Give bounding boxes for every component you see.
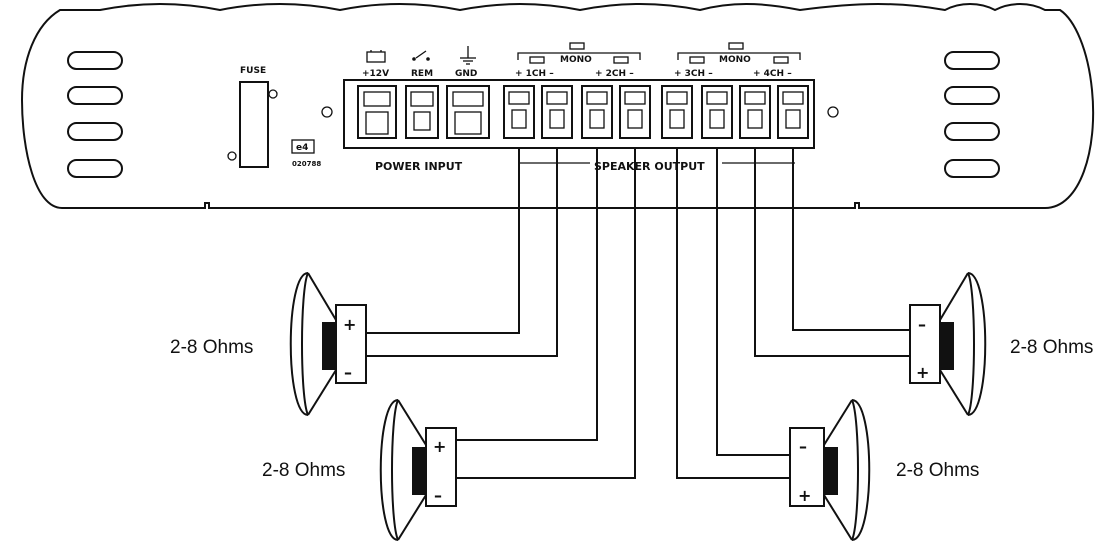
channel-label-3: + 3CH – — [674, 69, 713, 79]
terminal-label-gnd: GND — [455, 69, 477, 79]
speaker-2-impedance: 2-8 Ohms — [262, 460, 345, 481]
speaker-terminal-ch1-minus — [541, 85, 573, 139]
speaker-1-impedance: 2-8 Ohms — [170, 337, 253, 358]
wire-ch1-minus — [366, 148, 558, 357]
speaker-terminal-ch2-plus — [581, 85, 613, 139]
wire-ch3-minus — [716, 148, 790, 456]
battery-icon — [366, 50, 386, 63]
amplifier-housing — [20, 3, 1095, 209]
wire-ch3-plus — [676, 148, 790, 479]
wire-ch4-plus — [754, 148, 910, 357]
speaker-2-plus: + — [433, 437, 446, 456]
speaker-1-plus: + — [343, 315, 356, 334]
right-vent-slots — [944, 51, 1000, 178]
mount-screw-left — [321, 106, 333, 118]
speaker-wires — [366, 148, 910, 479]
cert-mark: e4 — [296, 143, 308, 153]
cert-number: 020788 — [292, 160, 321, 168]
wire-ch1-plus — [366, 148, 520, 334]
terminal-block — [343, 79, 815, 149]
mount-screw-right — [827, 106, 839, 118]
terminal-label-12v: +12V — [362, 69, 389, 79]
remote-switch-icon — [412, 50, 430, 61]
power-terminal-12v — [357, 85, 397, 139]
channel-label-1: + 1CH – — [515, 69, 554, 79]
amplifier: FUSE e4 020788 — [20, 3, 1095, 209]
mono-label-left: MONO — [560, 55, 592, 65]
speaker-2: + – 2-8 Ohms — [262, 399, 457, 541]
power-input-label: POWER INPUT — [375, 160, 463, 173]
terminal-label-rem: REM — [411, 69, 433, 79]
fuse-holder: FUSE — [227, 66, 278, 168]
speaker-terminal-ch3-minus — [701, 85, 733, 139]
certification-mark: e4 020788 — [291, 139, 321, 168]
speaker-3-minus: – — [799, 437, 807, 456]
speaker-terminal-ch4-plus — [739, 85, 771, 139]
speaker-terminal-ch1-plus — [503, 85, 535, 139]
ground-icon — [460, 46, 476, 65]
speaker-1: + – 2-8 Ohms — [170, 272, 367, 416]
speaker-3-impedance: 2-8 Ohms — [896, 460, 979, 481]
speaker-4: – + 2-8 Ohms — [909, 272, 1093, 416]
speaker-terminal-ch3-plus — [661, 85, 693, 139]
mono-bracket-right: MONO — [677, 42, 801, 65]
power-terminal-rem — [405, 85, 439, 139]
speaker-4-impedance: 2-8 Ohms — [1010, 337, 1093, 358]
mono-bracket-left: MONO — [517, 42, 641, 65]
wire-ch2-plus — [456, 148, 598, 441]
fuse-label: FUSE — [240, 66, 266, 76]
channel-label-4: + 4CH – — [753, 69, 792, 79]
speaker-1-minus: – — [344, 363, 352, 382]
speaker-3: – + 2-8 Ohms — [789, 399, 979, 541]
channel-label-2: + 2CH – — [595, 69, 634, 79]
speaker-2-minus: – — [434, 486, 442, 505]
speaker-3-plus: + — [798, 486, 811, 505]
left-vent-slots — [67, 51, 123, 178]
wire-ch4-minus — [792, 148, 910, 331]
speaker-output-label: SPEAKER OUTPUT — [594, 160, 705, 173]
mono-label-right: MONO — [719, 55, 751, 65]
power-terminal-gnd — [446, 85, 490, 139]
speaker-terminals — [503, 85, 809, 139]
wire-ch2-minus — [456, 148, 636, 479]
speaker-4-minus: – — [918, 315, 926, 334]
speaker-4-plus: + — [916, 363, 929, 382]
speaker-terminal-ch2-minus — [619, 85, 651, 139]
speaker-terminal-ch4-minus — [777, 85, 809, 139]
